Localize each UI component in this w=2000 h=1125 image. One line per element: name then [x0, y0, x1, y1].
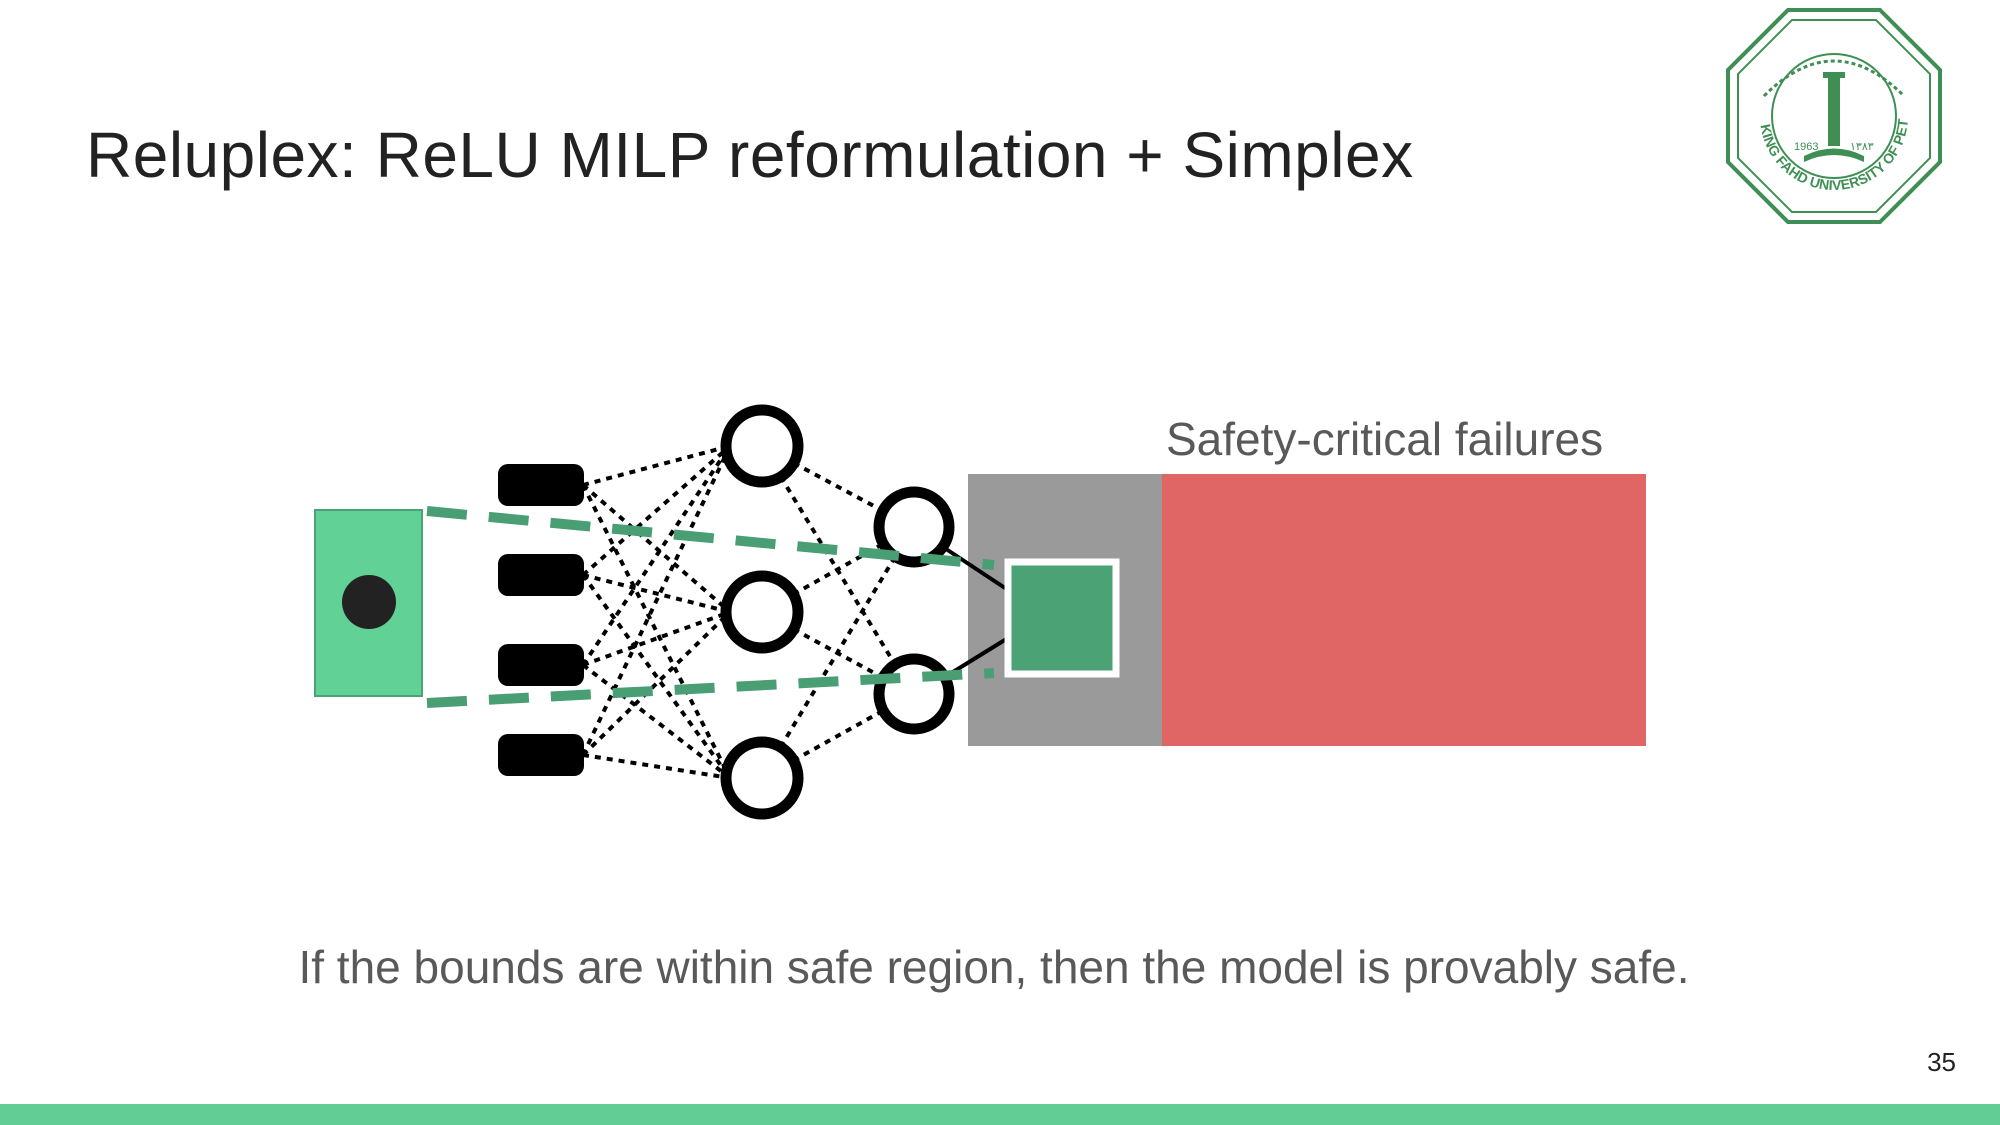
university-seal-icon: KING FAHD UNIVERSITY OF PETROLEUM & MINE…	[1724, 6, 1942, 224]
svg-text:١٣٨٣: ١٣٨٣	[1850, 141, 1874, 153]
input-layer	[498, 464, 584, 776]
slide-caption: If the bounds are within safe region, th…	[0, 940, 2000, 994]
hidden-layer-2	[873, 486, 955, 735]
hidden-neuron	[720, 570, 804, 654]
page-number: 35	[1927, 1047, 1956, 1077]
input-neuron	[498, 554, 584, 596]
hidden-neuron	[873, 486, 955, 568]
input-point	[342, 575, 396, 629]
input-neuron	[498, 464, 584, 506]
slide-title: Reluplex: ReLU MILP reformulation + Simp…	[86, 119, 1414, 191]
footer-accent-bar	[0, 1104, 2000, 1125]
input-neuron	[498, 644, 584, 686]
svg-text:1963: 1963	[1794, 141, 1818, 153]
input-neuron	[498, 734, 584, 776]
failure-region	[1162, 474, 1646, 746]
failure-region-label: Safety-critical failures	[1166, 413, 1604, 465]
layer1-connections	[581, 444, 732, 780]
bound-lines	[426, 506, 995, 708]
hidden-neuron	[873, 653, 955, 735]
output-bound-box	[1004, 558, 1120, 678]
hidden-neuron	[720, 404, 804, 488]
hidden-neuron	[720, 736, 804, 820]
hidden-layer-1	[720, 404, 804, 820]
caption-text: If the bounds are within safe region, th…	[298, 941, 1690, 993]
